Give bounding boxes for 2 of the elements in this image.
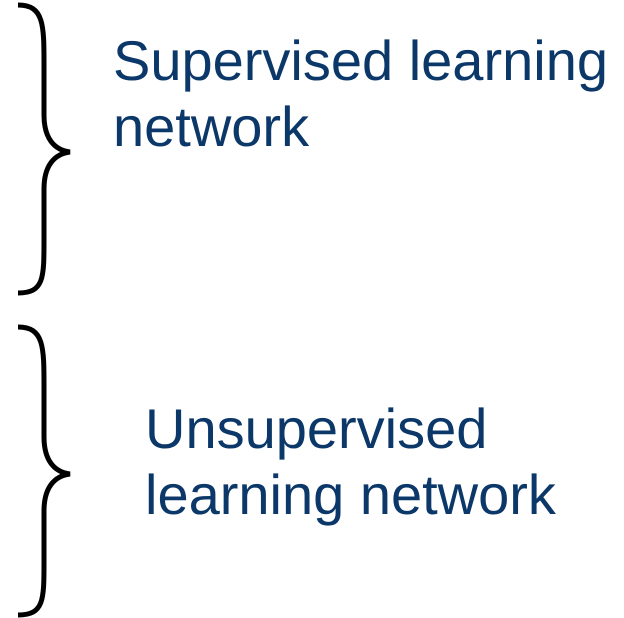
group-label: Supervised learning network — [113, 28, 609, 160]
group-label: Unsupervised learning network — [145, 396, 557, 528]
